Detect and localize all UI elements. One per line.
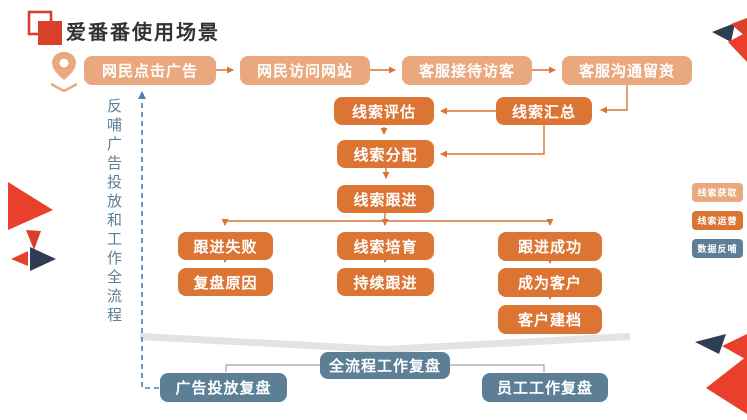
node-continuous-followup: 持续跟进 xyxy=(337,268,434,296)
node-review-reason: 复盘原因 xyxy=(178,268,273,296)
location-pin-icon xyxy=(46,50,82,94)
legend-lead-operation: 线索运营 xyxy=(692,211,743,230)
side-note-vertical-text: 反哺广告投放和工作全流程 xyxy=(105,98,122,326)
node-full-process-review: 全流程工作复盘 xyxy=(320,352,450,379)
decoration-bottom-right xyxy=(695,334,747,414)
node-lead-followup: 线索跟进 xyxy=(337,185,434,213)
node-lead-nurturing: 线索培育 xyxy=(337,232,434,260)
node-lead-evaluation: 线索评估 xyxy=(334,97,434,125)
node-ad-review: 广告投放复盘 xyxy=(160,373,287,402)
node-become-customer: 成为客户 xyxy=(498,268,602,297)
chevron-divider xyxy=(140,333,630,353)
node-lead-summary: 线索汇总 xyxy=(496,97,592,125)
brand-logo-icon xyxy=(26,8,66,48)
node-service-communication: 客服沟通留资 xyxy=(562,56,692,85)
decoration-top-right xyxy=(712,18,747,62)
node-lead-assignment: 线索分配 xyxy=(337,140,434,168)
node-service-reception: 客服接待访客 xyxy=(402,56,532,85)
feedback-dashed-line xyxy=(138,91,159,389)
legend-data-feedback: 数据反哺 xyxy=(692,239,743,258)
flow-connectors xyxy=(216,66,628,300)
node-followup-failed: 跟进失败 xyxy=(178,232,273,260)
page-title: 爱番番使用场景 xyxy=(66,22,220,44)
node-visit-site: 网民访问网站 xyxy=(240,56,370,85)
review-connectors xyxy=(225,364,545,372)
node-followup-success: 跟进成功 xyxy=(498,232,602,261)
legend-lead-acquisition: 线索获取 xyxy=(692,183,743,202)
node-customer-filing: 客户建档 xyxy=(498,305,602,334)
node-click-ad: 网民点击广告 xyxy=(84,56,216,85)
decoration-left xyxy=(8,182,56,271)
node-staff-review: 员工工作复盘 xyxy=(482,373,608,402)
